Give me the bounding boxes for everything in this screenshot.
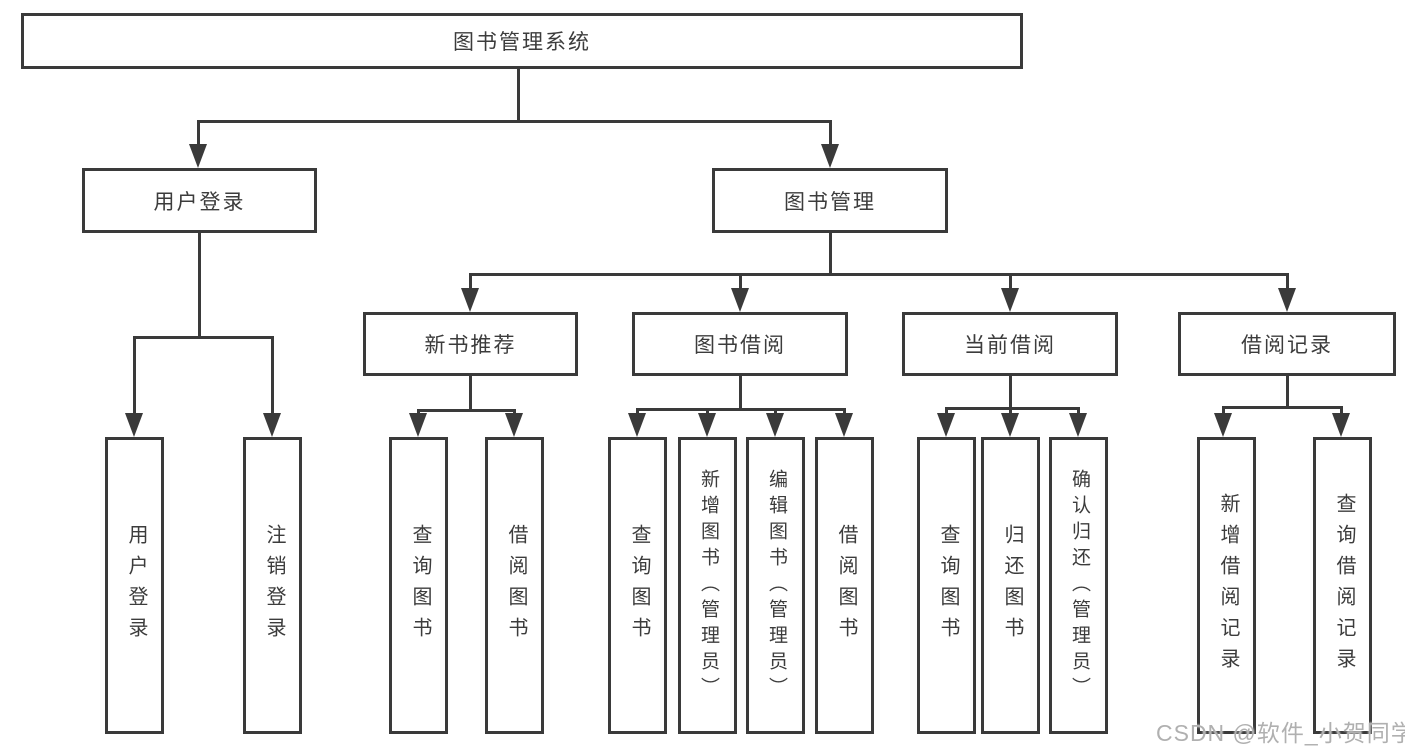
node-borrow-records: 借阅记录	[1178, 312, 1396, 376]
arrow-to-leaf-borrow-books-borrow	[835, 408, 853, 437]
arrow-to-book-management	[821, 120, 839, 168]
arrow-to-leaf-query-books-current	[937, 407, 955, 437]
leaf-return-book: 归还图书	[981, 437, 1040, 734]
node-book-borrow: 图书借阅	[632, 312, 848, 376]
leaf-query-books-recommend: 查询图书	[389, 437, 448, 734]
arrow-to-leaf-add-borrow-record	[1214, 406, 1232, 437]
arrow-to-leaf-borrow-books-recommend	[505, 409, 523, 437]
arrow-to-new-book-recommend	[461, 273, 479, 312]
connector-borrow-stem	[739, 375, 742, 408]
node-user-login: 用户登录	[82, 168, 317, 233]
connector-user-login-stem	[198, 233, 201, 336]
arrow-to-leaf-return-book	[1001, 407, 1019, 437]
connector-root-branch	[197, 120, 832, 123]
arrow-to-leaf-logout	[263, 336, 281, 437]
leaf-query-books-current: 查询图书	[917, 437, 976, 734]
arrow-to-user-login	[189, 120, 207, 168]
connector-current-branch	[945, 407, 1080, 410]
connector-book-management-branch	[469, 273, 1289, 276]
connector-book-management-stem	[829, 233, 832, 273]
arrow-to-leaf-confirm-return-admin	[1069, 407, 1087, 437]
connector-user-login-branch	[133, 336, 274, 339]
connector-records-branch	[1222, 406, 1343, 409]
node-new-book-recommend: 新书推荐	[363, 312, 578, 376]
arrow-to-leaf-query-borrow-record	[1332, 406, 1350, 437]
arrow-to-leaf-query-books-recommend	[409, 409, 427, 437]
arrow-to-leaf-edit-book-admin	[766, 408, 784, 437]
arrow-to-leaf-add-book-admin	[698, 408, 716, 437]
connector-root-stem	[517, 69, 520, 120]
leaf-query-borrow-record: 查询借阅记录	[1313, 437, 1372, 734]
leaf-user-login: 用户登录	[105, 437, 164, 734]
leaf-logout: 注销登录	[243, 437, 302, 734]
connector-records-stem	[1286, 376, 1289, 406]
leaf-confirm-return-admin: 确认归还（管理员）	[1049, 437, 1108, 734]
connector-borrow-branch	[636, 408, 846, 411]
arrow-to-borrow-records	[1278, 273, 1296, 312]
leaf-add-book-admin: 新增图书（管理员）	[678, 437, 737, 734]
connector-recommend-stem	[469, 376, 472, 409]
leaf-query-books-borrow: 查询图书	[608, 437, 667, 734]
arrow-to-current-borrow	[1001, 273, 1019, 312]
connector-current-stem	[1009, 376, 1012, 407]
arrow-to-leaf-query-books-borrow	[628, 408, 646, 437]
leaf-borrow-books-borrow: 借阅图书	[815, 437, 874, 734]
arrow-to-leaf-user-login	[125, 336, 143, 437]
watermark-text: CSDN @软件_小贺同学	[1156, 720, 1405, 746]
leaf-add-borrow-record: 新增借阅记录	[1197, 437, 1256, 734]
connector-recommend-branch	[417, 409, 516, 412]
leaf-edit-book-admin: 编辑图书（管理员）	[746, 437, 805, 734]
node-current-borrow: 当前借阅	[902, 312, 1118, 376]
leaf-borrow-books-recommend: 借阅图书	[485, 437, 544, 734]
arrow-to-book-borrow	[731, 273, 749, 312]
node-book-management: 图书管理	[712, 168, 948, 233]
node-root: 图书管理系统	[21, 13, 1023, 69]
